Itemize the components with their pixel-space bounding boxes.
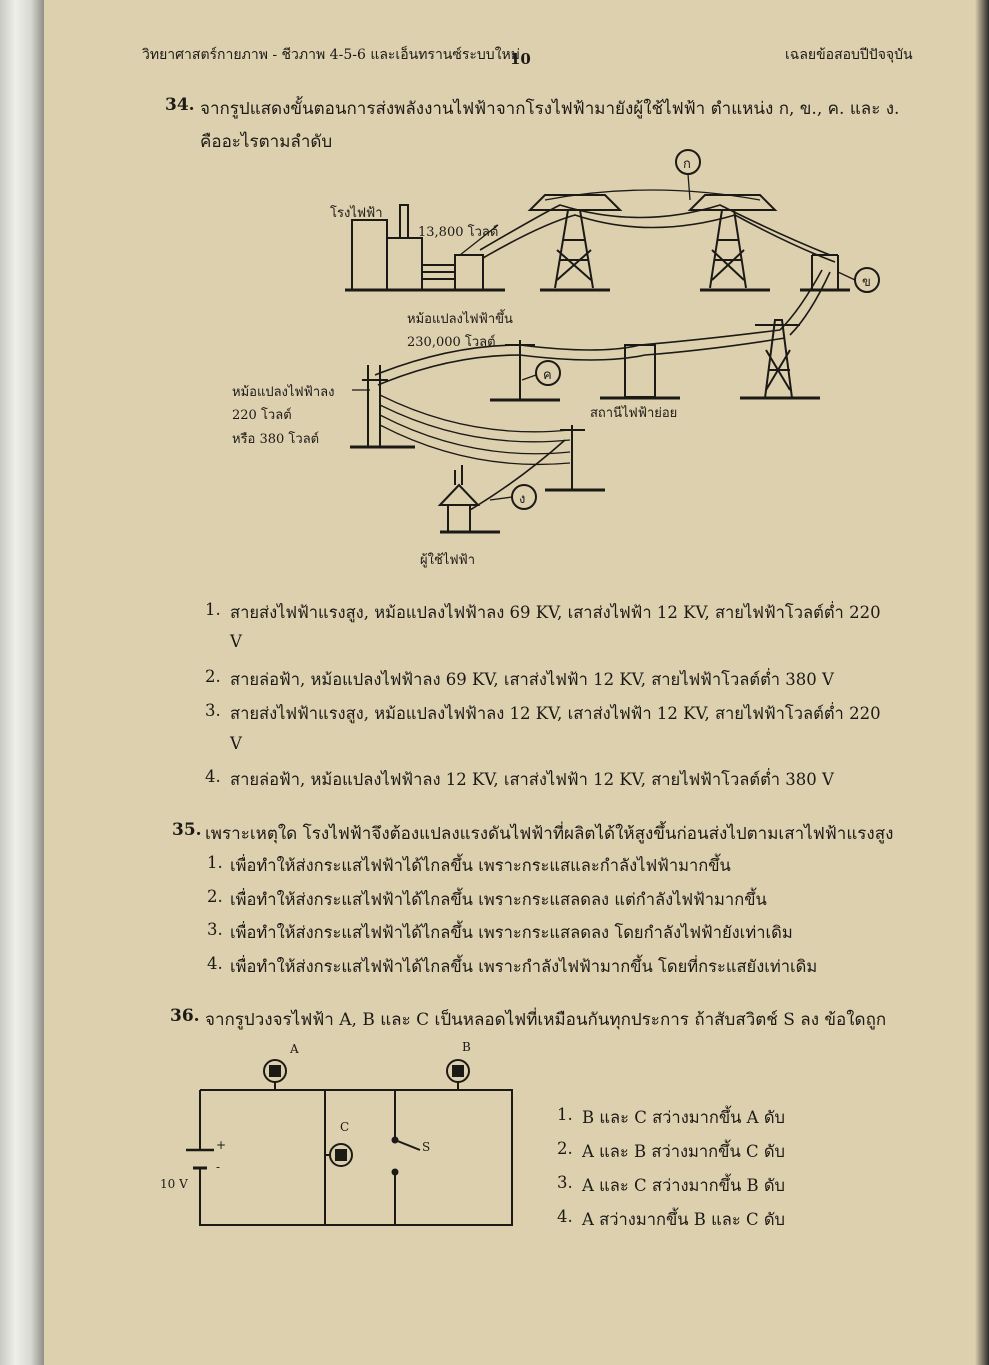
q35-option-4-number: 4. [207,954,223,973]
q35-option-2-number: 2. [207,887,223,906]
header-left: วิทยาศาสตร์กายภาพ - ชีวภาพ 4-5-6 และเอ็น… [142,47,520,63]
label-step-down-transformer: หม้อแปลงไฟฟ้าลง [232,385,335,400]
mark-kho-khwai: ค [543,368,552,383]
q34-option-4-number: 4. [205,767,221,786]
q34-line1: จากรูปแสดงขั้นตอนการส่งพลังงานไฟฟ้าจากโร… [200,99,900,119]
q35-option-3: เพื่อทำให้ส่งกระแสไฟฟ้าได้ไกลขึ้น เพราะก… [230,923,793,942]
q34-option-3: สายส่งไฟฟ้าแรงสูง, หม้อแปลงไฟฟ้าลง 12 KV… [230,704,881,723]
q36-option-1: B และ C สว่างมากขึ้น A ดับ [582,1108,786,1127]
q34-option-3-number: 3. [205,701,221,720]
label-380-volt: หรือ 380 โวลต์ [232,432,320,447]
mark-ko: ก [683,157,691,172]
battery-minus-label: - [216,1160,221,1174]
q35-option-2: เพื่อทำให้ส่งกระแสไฟฟ้าได้ไกลขึ้น เพราะก… [230,890,767,909]
lamp-a-label: A [290,1042,299,1056]
q35-option-1-number: 1. [207,853,223,872]
q35-option-3-number: 3. [207,920,223,939]
label-substation: สถานีไฟฟ้าย่อย [590,406,678,421]
q35-option-1: เพื่อทำให้ส่งกระแสไฟฟ้าได้ไกลขึ้น เพราะก… [230,856,731,875]
q36-option-3-number: 3. [557,1173,573,1192]
q34-option-1-cont: V [230,632,242,651]
q35-option-4: เพื่อทำให้ส่งกระแสไฟฟ้าได้ไกลขึ้น เพราะก… [230,957,818,976]
q34-option-4: สายล่อฟ้า, หม้อแปลงไฟฟ้าลง 12 KV, เสาส่ง… [230,770,834,789]
label-consumer: ผู้ใช้ไฟฟ้า [420,553,476,568]
q34-option-3-cont: V [230,734,242,753]
lamp-c-label: C [340,1120,350,1134]
q36-option-2-number: 2. [557,1139,573,1158]
book-binding [0,0,44,1365]
q36-option-1-number: 1. [557,1105,573,1124]
mark-kho: ข [862,275,871,290]
label-13800-volt: 13,800 โวลต์ [418,225,499,240]
q34-number: 34. [165,95,195,115]
switch-label: S [422,1140,431,1154]
page-number: 10 [510,50,531,68]
battery-plus-label: + [216,1138,227,1152]
q36-number: 36. [170,1006,200,1026]
q34-option-1: สายส่งไฟฟ้าแรงสูง, หม้อแปลงไฟฟ้าลง 69 KV… [230,603,881,622]
label-220-volt: 220 โวลต์ [232,408,292,423]
q35-number: 35. [172,820,202,840]
q36-option-3: A และ C สว่างมากขึ้น B ดับ [582,1176,786,1195]
q34-option-2-number: 2. [205,667,221,686]
q36-line1: จากรูปวงจรไฟฟ้า A, B และ C เป็นหลอดไฟที่… [205,1010,887,1030]
label-power-plant: โรงไฟฟ้า [330,206,383,221]
q34-line2: คืออะไรตามลำดับ [200,132,333,152]
label-step-up-transformer: หม้อแปลงไฟฟ้าขึ้น [407,312,513,327]
q36-option-4-number: 4. [557,1207,573,1226]
q35-line1: เพราะเหตุใด โรงไฟฟ้าจึงต้องแปลงแรงดันไฟฟ… [205,824,894,844]
mark-ngo: ง [519,492,526,507]
label-230000-volt: 230,000 โวลต์ [407,335,496,350]
q34-option-2: สายล่อฟ้า, หม้อแปลงไฟฟ้าลง 69 KV, เสาส่ง… [230,670,834,689]
q36-option-2: A และ B สว่างมากขึ้น C ดับ [582,1142,786,1161]
q34-option-1-number: 1. [205,600,221,619]
q36-option-4: A สว่างมากขึ้น B และ C ดับ [582,1210,786,1229]
battery-voltage-label: 10 V [160,1177,188,1191]
lamp-b-label: B [462,1040,471,1054]
page-edge [975,0,989,1365]
header-right: เฉลยข้อสอบปีปัจจุบัน [785,47,913,63]
